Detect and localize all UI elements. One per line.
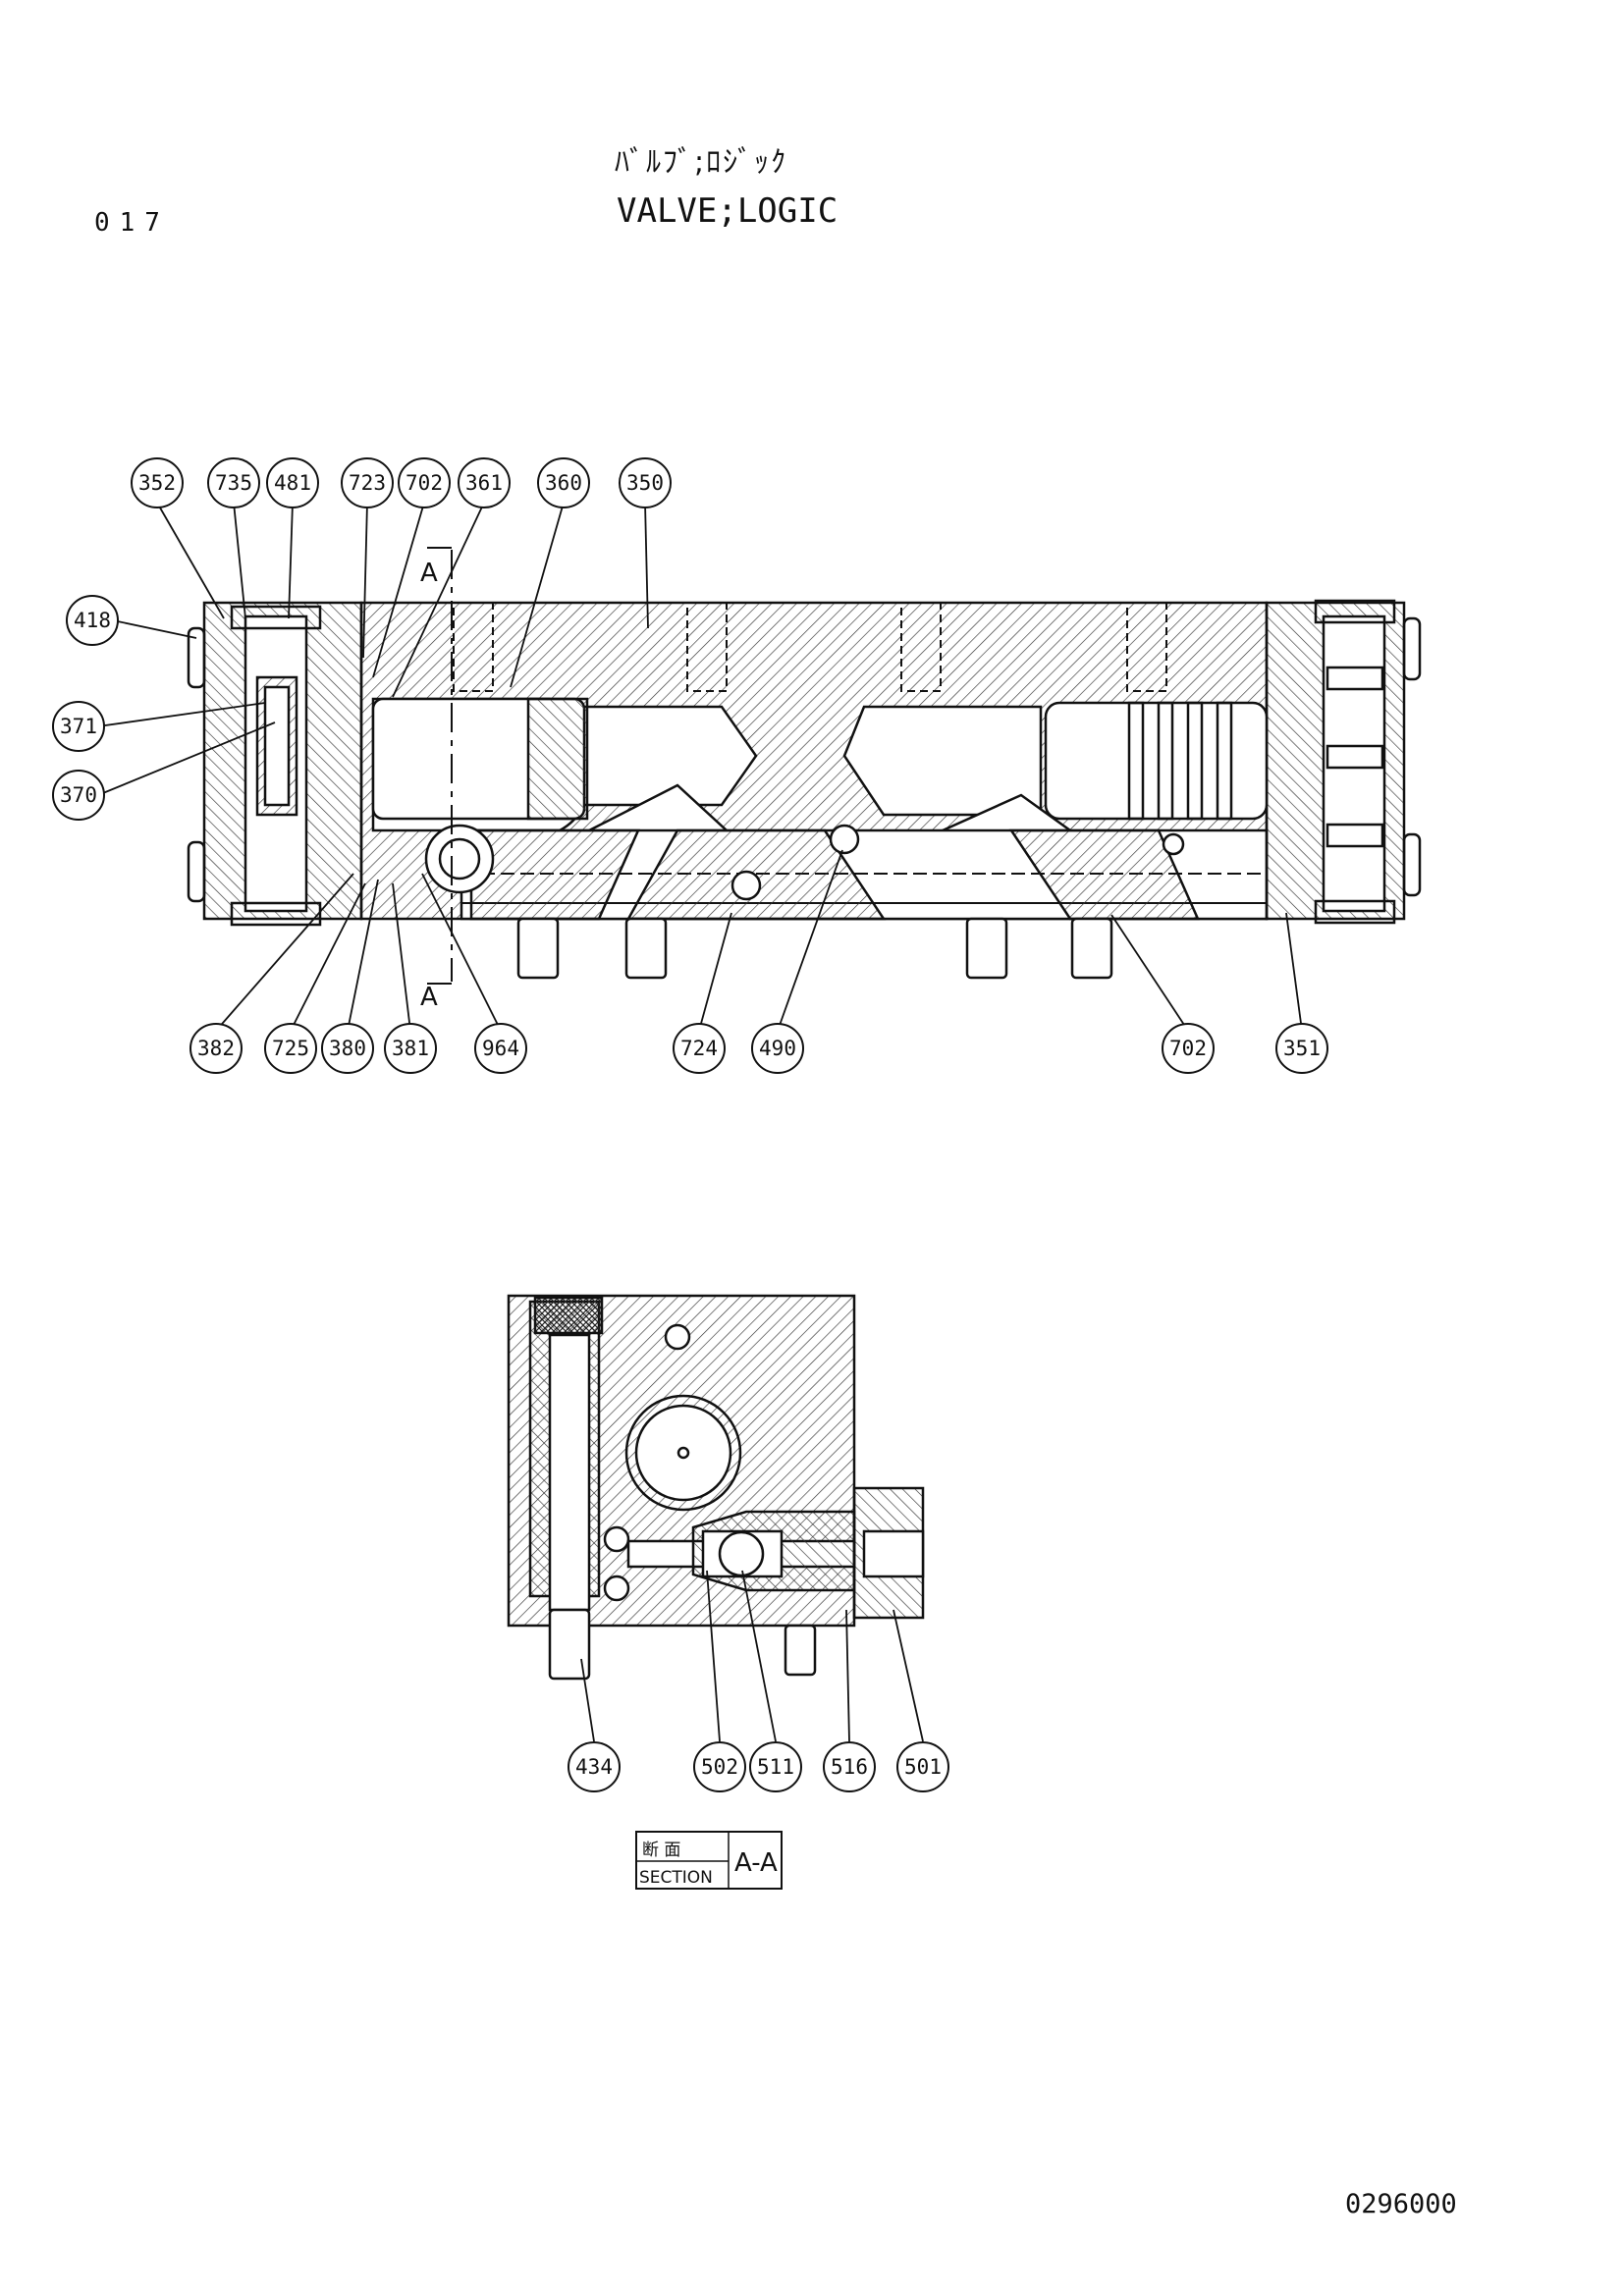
svg-text:502: 502 (701, 1755, 738, 1779)
svg-text:381: 381 (392, 1037, 429, 1060)
page-number: 017 (94, 208, 170, 238)
svg-text:371: 371 (60, 715, 97, 738)
callout-bubble: 350 (619, 457, 672, 508)
callout-bubble: 481 (266, 457, 319, 508)
callout-bubble: 501 (896, 1741, 949, 1792)
svg-text:511: 511 (757, 1755, 794, 1779)
callout-bubble: 723 (341, 457, 394, 508)
section-label-name: A-A (734, 1848, 778, 1878)
svg-text:382: 382 (197, 1037, 235, 1060)
callout-bubble: 361 (458, 457, 511, 508)
svg-text:724: 724 (680, 1037, 718, 1060)
svg-text:723: 723 (349, 471, 386, 495)
title-japanese: ﾊﾞﾙﾌﾞ;ﾛｼﾞｯｸ (615, 145, 788, 180)
svg-text:380: 380 (329, 1037, 366, 1060)
svg-text:351: 351 (1283, 1037, 1321, 1060)
section-view (507, 1294, 925, 1681)
callout-bubble: 382 (189, 1023, 243, 1074)
callout-bubble: 702 (1162, 1023, 1215, 1074)
svg-text:418: 418 (74, 609, 111, 632)
title-english: VALVE;LOGIC (617, 191, 839, 231)
callout-bubble: 490 (751, 1023, 804, 1074)
callout-bubble: 351 (1275, 1023, 1328, 1074)
callout-bubble: 725 (264, 1023, 317, 1074)
section-view-callouts: 434 502 511 516 501 (568, 1741, 949, 1792)
section-label-en: SECTION (639, 1868, 713, 1888)
callout-bubble: 371 (52, 701, 105, 752)
callout-bubble: 516 (823, 1741, 876, 1792)
callout-bubble: 370 (52, 770, 105, 821)
section-mark-top: A (420, 559, 438, 588)
svg-text:350: 350 (626, 471, 664, 495)
callout-bubble: 381 (384, 1023, 437, 1074)
svg-text:490: 490 (759, 1037, 796, 1060)
svg-text:516: 516 (831, 1755, 868, 1779)
section-label-jp: 断 面 (642, 1841, 680, 1860)
svg-text:352: 352 (138, 471, 176, 495)
svg-text:370: 370 (60, 783, 97, 807)
callout-bubble: 360 (537, 457, 590, 508)
callout-bubble: 702 (398, 457, 451, 508)
callout-bubble: 380 (321, 1023, 374, 1074)
callout-bubble: 352 (131, 457, 184, 508)
callout-bubble: 502 (693, 1741, 746, 1792)
svg-text:702: 702 (1169, 1037, 1207, 1060)
svg-text:360: 360 (545, 471, 582, 495)
section-label: 断 面 SECTION A-A (635, 1831, 783, 1890)
drawing-id: 0296000 (1345, 2189, 1457, 2219)
svg-text:735: 735 (215, 471, 252, 495)
callout-bubble: 418 (66, 595, 119, 646)
callout-bubble: 434 (568, 1741, 621, 1792)
svg-text:702: 702 (406, 471, 443, 495)
svg-text:964: 964 (482, 1037, 519, 1060)
section-view-leaders (580, 1570, 924, 1742)
svg-text:501: 501 (904, 1755, 942, 1779)
callout-bubble: 511 (749, 1741, 802, 1792)
section-mark-bottom: A (420, 983, 438, 1012)
svg-text:434: 434 (575, 1755, 613, 1779)
callout-bubble: 724 (673, 1023, 726, 1074)
top-view-callouts: 352 735 481 723 702 361 360 350 418 371 … (52, 457, 1328, 1074)
top-view-leaders (97, 502, 1303, 1032)
callout-bubble: 964 (474, 1023, 527, 1074)
svg-text:481: 481 (274, 471, 311, 495)
valve-top-view: A A (187, 547, 1422, 1012)
svg-text:361: 361 (465, 471, 503, 495)
svg-text:725: 725 (272, 1037, 309, 1060)
callout-bubble: 735 (207, 457, 260, 508)
